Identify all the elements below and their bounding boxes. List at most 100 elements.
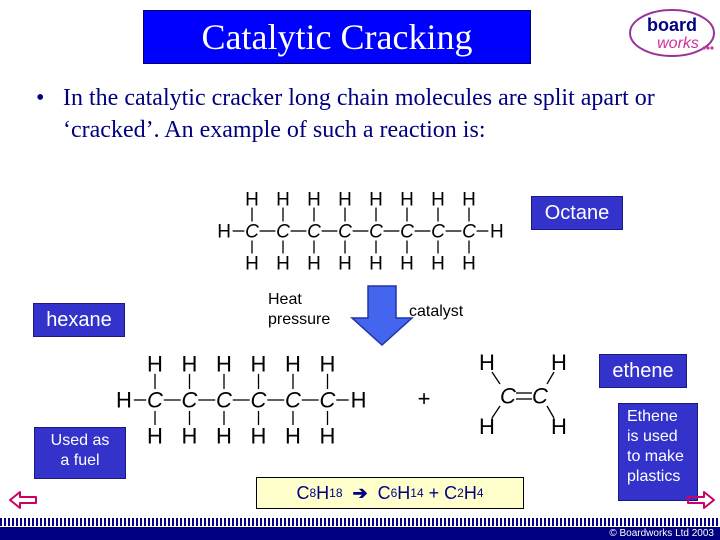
carbon-atom: C [400,222,414,243]
eq-product2-c-count: 2 [457,486,464,500]
hydrogen-atom: H [216,424,232,449]
eq-product1-c: C [377,482,391,503]
eq-plus: + [428,482,440,503]
hydrogen-atom: H [551,414,567,439]
fuel-note-line-1: Used as [50,432,110,449]
hydrogen-atom: H [116,388,132,413]
carbon-atom: C [307,222,321,243]
condition-pressure: pressure [268,311,331,328]
carbon-atom: C [338,222,352,243]
hydrogen-atom: H [479,350,495,375]
footer-stripe [0,518,720,526]
carbon-atom: C [285,388,301,413]
bullet-text: In the catalytic cracker long chain mole… [63,85,655,143]
footer-copyright: © Boardworks Ltd 2003 [0,527,720,540]
ethene-label: ethene [599,354,687,388]
carbon-atom: C [216,388,232,413]
eq-reactant-c-count: 8 [309,486,317,500]
hydrogen-atom: H [479,414,495,439]
hydrogen-atom: H [251,424,267,449]
carbon-atom: C [462,222,476,243]
single-bond [546,405,555,419]
bullet-dot: • [36,85,45,111]
hydrogen-atom: H [182,352,198,377]
hydrogen-atom: H [369,254,383,275]
single-bond [546,371,555,385]
down-arrow-icon [350,285,414,347]
hydrogen-atom: H [338,190,352,211]
hydrogen-atom: H [245,190,259,211]
carbon-atom: C [251,388,267,413]
single-bond [491,371,501,385]
hydrogen-atom: H [251,352,267,377]
hydrogen-atom: H [320,424,336,449]
hydrogen-atom: H [307,190,321,211]
conditions-heat-pressure: Heat pressure [268,290,330,330]
carbon-atom: C [431,222,445,243]
plastics-note-line-4: plastics [627,468,681,485]
carbon-atom: C [369,222,383,243]
carbon-atom: C [276,222,290,243]
plus-sign: + [418,386,431,411]
left-arrow-icon[interactable] [8,489,38,511]
bullet-point: • In the catalytic cracker long chain mo… [36,82,696,146]
hydrogen-atom: H [147,352,163,377]
slide-title: Catalytic Cracking [143,10,531,64]
eq-reactant-h-count: 18 [329,486,343,500]
hexane-label: hexane [33,303,125,337]
eq-product1-h-count: 14 [410,486,424,500]
carbon-atom: C [500,384,516,409]
condition-heat: Heat [268,291,302,308]
hydrogen-atom: H [431,254,445,275]
octane-label: Octane [531,196,623,230]
boardworks-logo: board works [629,9,715,57]
hydrogen-atom: H [400,190,414,211]
condition-catalyst: catalyst [409,303,464,320]
eq-product2-c: C [444,482,458,503]
hydrogen-atom: H [276,254,290,275]
hydrogen-atom: H [431,190,445,211]
plastics-note-line-1: Ethene [627,408,678,425]
hydrogen-atom: H [551,350,567,375]
eq-reactant-h: H [316,482,330,503]
hydrogen-atom: H [217,222,231,243]
hydrogen-atom: H [285,352,301,377]
hydrogen-atom: H [490,222,504,243]
right-arrow-icon[interactable] [686,489,716,511]
eq-product2-h: H [463,482,477,503]
hydrogen-atom: H [338,254,352,275]
carbon-atom: C [147,388,163,413]
hydrogen-atom: H [400,254,414,275]
hydrogen-atom: H [307,254,321,275]
hydrogen-atom: H [369,190,383,211]
fuel-note-line-2: a fuel [60,452,100,469]
hydrogen-atom: H [147,424,163,449]
plastics-note: Ethene is used to make plastics [618,403,698,501]
eq-product1-h: H [397,482,411,503]
hydrogen-atom: H [285,424,301,449]
hydrogen-atom: H [462,190,476,211]
hydrogen-atom: H [276,190,290,211]
plastics-note-line-3: to make [627,448,684,465]
eq-product2-h-count: 4 [476,486,484,500]
hydrogen-atom: H [320,352,336,377]
plastics-note-line-2: is used [627,428,678,445]
eq-reactant-c: C [296,482,310,503]
hydrogen-atom: H [216,352,232,377]
carbon-atom: C [532,384,548,409]
hydrogen-atom: H [182,424,198,449]
eq-product1-c-count: 6 [390,486,398,500]
hydrogen-atom: H [462,254,476,275]
logo-word-works: works [657,35,699,52]
hydrogen-atom: H [245,254,259,275]
carbon-atom: C [320,388,336,413]
logo-word-board: board [647,15,697,35]
hydrogen-atom: H [351,388,367,413]
eq-arrow-icon: ➔ [352,482,368,503]
single-bond [491,405,501,419]
fuel-note: Used as a fuel [34,427,126,479]
